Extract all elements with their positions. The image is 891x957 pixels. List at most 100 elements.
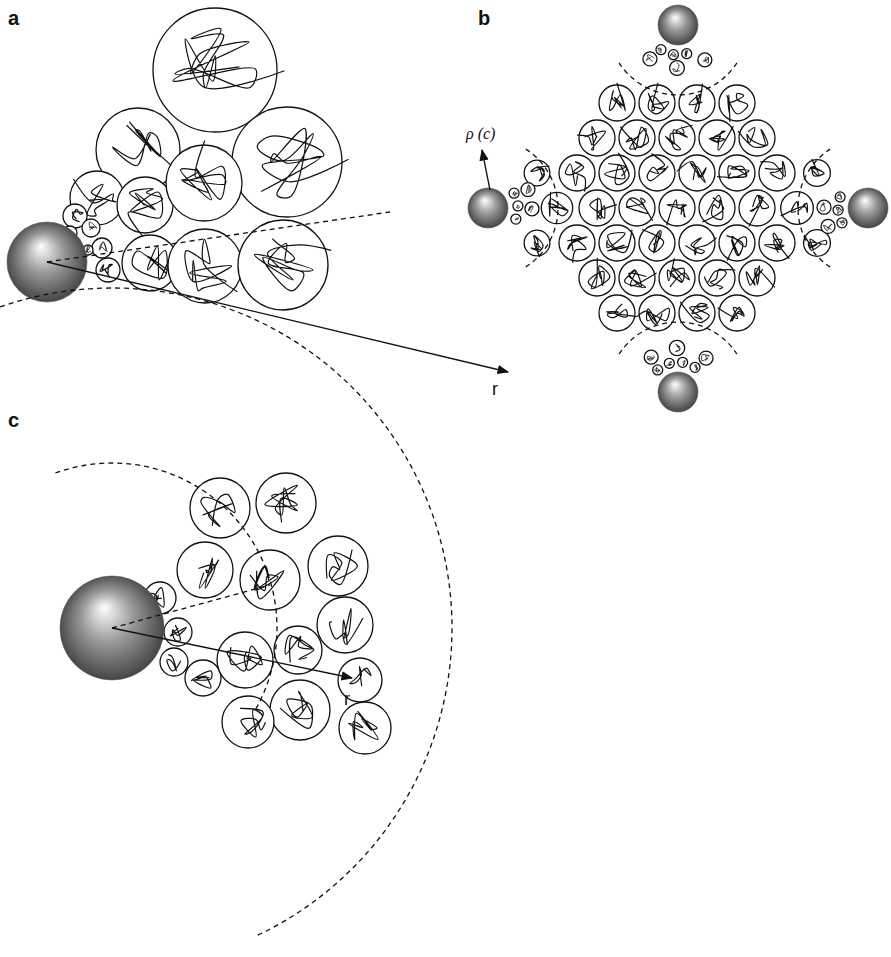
polymer-coil (521, 183, 535, 197)
polymer-coil (718, 295, 755, 331)
polymer-coil (804, 159, 831, 186)
polymer-coil (679, 225, 716, 261)
polymer-coil (690, 362, 700, 372)
polymer-coil (679, 84, 715, 121)
polymer-coil (699, 260, 735, 296)
polymer-coil (653, 365, 663, 375)
polymer-coil (559, 225, 595, 263)
colloid-particle (848, 188, 888, 228)
polymer-coil (817, 200, 831, 214)
colloid-particle (658, 372, 698, 412)
polymer-coil (759, 225, 795, 261)
radius-label: ρ (c) (466, 126, 495, 142)
polymer-coil (168, 229, 242, 303)
polymer-coil (739, 260, 775, 296)
polymer-coil (190, 478, 250, 538)
polymer-coil (240, 550, 300, 610)
polymer-coil (699, 120, 735, 156)
axis-label: r (344, 690, 350, 708)
polymer-coil (670, 61, 685, 76)
polymer-coil (579, 258, 615, 296)
panel-label: c (8, 410, 19, 430)
polymer-coil (656, 45, 666, 55)
panel-c (144, 473, 391, 754)
polymer-coil (599, 153, 635, 191)
polymer-coil (669, 340, 684, 355)
polymer-coil (679, 295, 715, 331)
boundary-arc (0, 288, 452, 935)
polymer-coil (117, 177, 173, 236)
polymer-coil (579, 190, 617, 226)
polymer-coil (256, 473, 316, 533)
polymer-coil (644, 350, 658, 364)
polymer-coil (835, 192, 845, 202)
boundary-arc (55, 463, 277, 711)
polymer-coil (599, 83, 635, 121)
polymer-coil (719, 225, 755, 261)
colloid-particle (468, 188, 508, 228)
polymer-coil (698, 53, 712, 67)
polymer-coil (160, 648, 188, 676)
polymer-coil (659, 190, 695, 226)
guide-line (47, 212, 390, 262)
boundary-arc (619, 63, 737, 95)
polymer-coil (639, 83, 675, 121)
polymer-coil (759, 155, 795, 191)
polymer-coil (682, 49, 692, 59)
polymer-coil (833, 205, 843, 215)
polymer-coil (82, 219, 100, 237)
polymer-coil (699, 351, 713, 365)
polymer-coil (821, 219, 835, 233)
polymer-coil (678, 357, 688, 367)
polymer-coil (699, 190, 735, 226)
polymer-coil (619, 190, 655, 226)
panel-label: a (8, 8, 19, 28)
polymer-coil (238, 220, 331, 310)
polymer-coil (525, 202, 539, 216)
polymer-coil (559, 155, 595, 192)
polymer-coil (166, 140, 242, 221)
polymer-coil (781, 192, 814, 225)
polymer-coil (577, 120, 615, 156)
polymer-coil (837, 218, 847, 228)
polymer-coil (619, 120, 655, 156)
polymer-coil (639, 154, 675, 191)
radius-arrow (47, 262, 508, 372)
polymer-coil (659, 258, 695, 296)
polymer-coil (738, 120, 775, 156)
polymer-coil (222, 696, 274, 748)
polymer-coil (668, 50, 678, 60)
polymer-coil (664, 358, 674, 368)
polymer-coil (177, 542, 233, 598)
polymer-coil (599, 225, 635, 261)
polymer-coil (511, 214, 521, 224)
polymer-coil (639, 225, 675, 261)
polymer-coil (659, 120, 695, 156)
radius-arrow (482, 150, 490, 190)
polymer-coil (717, 155, 755, 191)
axis-label: r (492, 380, 498, 398)
polymer-coil (339, 702, 391, 754)
guide-line (112, 585, 270, 628)
panel-label: b (478, 8, 490, 28)
polymer-coil (619, 260, 657, 296)
colloid-particle (658, 5, 698, 45)
polymer-coil (719, 85, 755, 122)
boundary-arc (798, 149, 830, 267)
polymer-coil (509, 188, 519, 198)
boundary-arc (526, 149, 558, 267)
radius-arrow (112, 628, 352, 678)
polymer-coil (524, 230, 550, 257)
polymer-coil (677, 155, 715, 191)
polymer-coil (739, 190, 775, 226)
polymer-coil (317, 597, 373, 653)
polymer-coil (270, 680, 330, 740)
polymer-coil (599, 295, 637, 331)
panel-b (509, 45, 847, 375)
polymer-coil (513, 201, 523, 211)
polymer-coil (185, 660, 221, 696)
polymer-coil (643, 52, 657, 66)
boundary-arc (619, 322, 737, 354)
